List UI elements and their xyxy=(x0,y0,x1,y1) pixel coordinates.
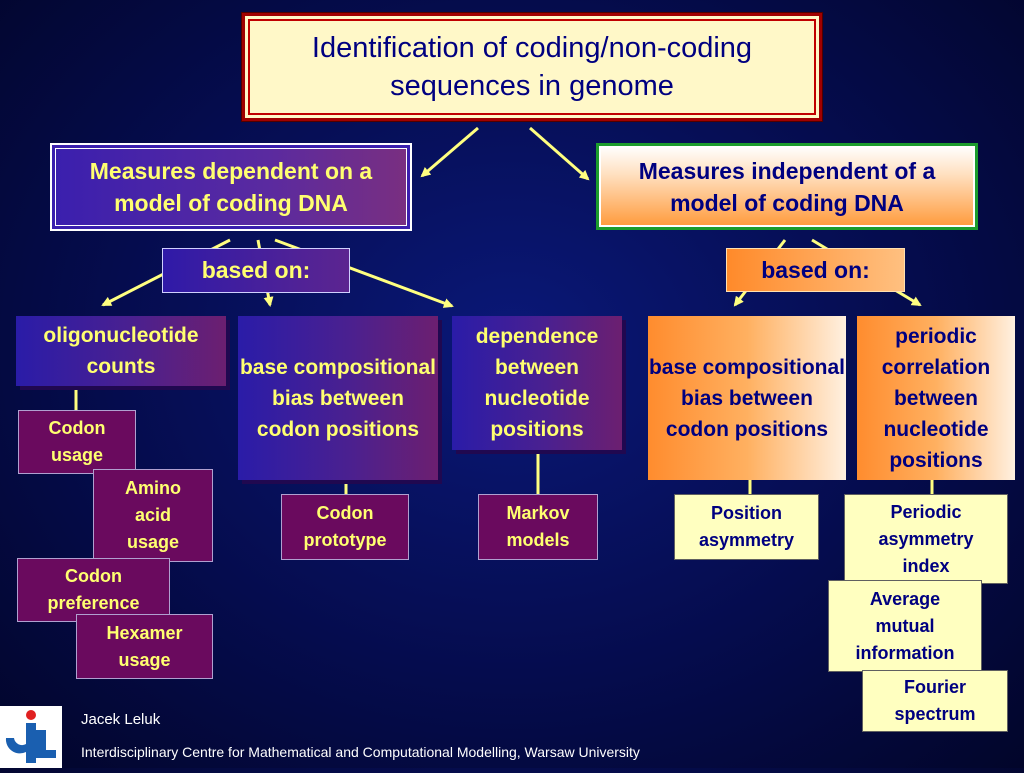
category-oligonucleotide-counts: oligonucleotide counts xyxy=(16,316,226,386)
institution-logo xyxy=(0,706,62,768)
diagram-title-text: Identification of coding/non-coding sequ… xyxy=(311,32,753,102)
category-oligonucleotide-counts-text: oligonucleotide counts xyxy=(43,324,199,378)
arrow-title-right xyxy=(529,126,590,181)
leaf-hexamer-usage-text: Hexamer usage xyxy=(106,622,183,670)
leaf-codon-preference: Codon preference xyxy=(17,558,170,622)
leaf-fourier-spectrum: Fourier spectrum xyxy=(862,670,1008,732)
leaf-average-mutual-information-text: Average mutual information xyxy=(855,588,955,663)
category-dependence: dependence between nucleotide positions xyxy=(452,316,622,450)
leaf-codon-usage: Codon usage xyxy=(18,410,136,474)
arrow-title-left xyxy=(420,126,479,178)
leaf-markov-models: Markov models xyxy=(478,494,598,560)
based-on-right: based on: xyxy=(726,248,905,292)
category-periodic-correlation-text: periodic correlation between nucleotide … xyxy=(881,324,991,472)
leaf-periodic-asymmetry-index-text: Periodic asymmetry index xyxy=(878,501,974,576)
model-independent-heading: Measures independent of a model of codin… xyxy=(596,143,978,230)
leaf-position-asymmetry: Position asymmetry xyxy=(674,494,819,560)
leaf-codon-preference-text: Codon preference xyxy=(47,566,140,613)
category-base-bias-left-text: base compositional bias between codon po… xyxy=(239,355,437,441)
leaf-codon-prototype-text: Codon prototype xyxy=(303,503,387,550)
leaf-position-asymmetry-text: Position asymmetry xyxy=(698,503,795,550)
category-base-bias-left: base compositional bias between codon po… xyxy=(238,316,438,480)
diagram-title: Identification of coding/non-coding sequ… xyxy=(242,13,822,121)
category-base-bias-right-text: base compositional bias between codon po… xyxy=(648,355,846,441)
leaf-codon-usage-text: Codon usage xyxy=(48,418,106,465)
leaf-periodic-asymmetry-index: Periodic asymmetry index xyxy=(844,494,1008,584)
footer-author: Jacek Leluk xyxy=(81,711,161,728)
footer-institution: Interdisciplinary Centre for Mathematica… xyxy=(81,744,640,760)
based-on-right-text: based on: xyxy=(761,256,870,283)
leaf-amino-acid-usage-text: Amino acid usage xyxy=(125,478,181,552)
leaf-amino-acid-usage: Amino acid usage xyxy=(93,469,213,562)
model-independent-text: Measures independent of a model of codin… xyxy=(638,157,936,216)
leaf-hexamer-usage: Hexamer usage xyxy=(76,614,213,679)
model-dependent-heading: Measures dependent on a model of coding … xyxy=(50,143,412,231)
based-on-left-text: based on: xyxy=(201,257,311,283)
leaf-average-mutual-information: Average mutual information xyxy=(828,580,982,672)
leaf-codon-prototype: Codon prototype xyxy=(281,494,409,560)
model-dependent-text: Measures dependent on a model of coding … xyxy=(89,158,373,216)
category-base-bias-right: base compositional bias between codon po… xyxy=(648,316,846,480)
leaf-markov-models-text: Markov models xyxy=(506,503,570,550)
based-on-left: based on: xyxy=(162,248,350,293)
category-dependence-text: dependence between nucleotide positions xyxy=(475,325,599,441)
leaf-fourier-spectrum-text: Fourier spectrum xyxy=(894,677,976,724)
category-periodic-correlation: periodic correlation between nucleotide … xyxy=(857,316,1015,480)
logo-mark-icon xyxy=(5,710,56,763)
